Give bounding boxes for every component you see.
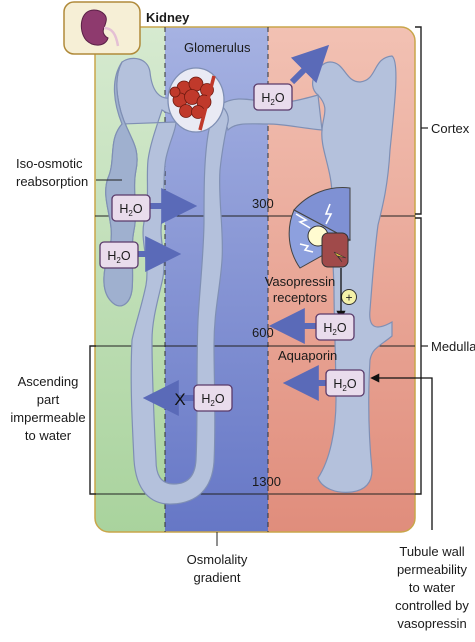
h2o-box-iso-1: H2O bbox=[111, 194, 151, 222]
kidney-title: Kidney bbox=[146, 10, 190, 25]
h2o-box-ascending: H2O bbox=[193, 384, 233, 412]
osmolality-600: 600 bbox=[252, 325, 274, 340]
svg-text:H2O: H2O bbox=[107, 249, 130, 265]
glomerulus bbox=[167, 67, 225, 133]
plus-sign: + bbox=[345, 291, 352, 305]
ascending-label-2: part bbox=[37, 392, 60, 407]
osmolality-label-1: Osmolality bbox=[187, 552, 248, 567]
svg-text:H2O: H2O bbox=[119, 202, 142, 218]
kidney-icon bbox=[80, 9, 109, 46]
spark-2 bbox=[324, 203, 333, 225]
tubule-label-4: controlled by bbox=[395, 598, 469, 613]
ureter-icon bbox=[103, 26, 120, 47]
glomerulus-tuft bbox=[169, 76, 214, 119]
ascending-label-1: Ascending bbox=[18, 374, 79, 389]
h2o-box-medulla-1: H2O bbox=[315, 313, 355, 341]
afferent-arteriole bbox=[198, 75, 216, 131]
svg-text:H2O: H2O bbox=[261, 91, 284, 107]
iso-osmotic-label-1: Iso-osmotic bbox=[16, 156, 83, 171]
h2o-box-medulla-2: H2O bbox=[325, 369, 365, 397]
h2o-box-iso-2: H2O bbox=[99, 241, 139, 269]
medulla-bracket bbox=[415, 217, 422, 495]
cortex-label: Cortex bbox=[431, 121, 470, 136]
tubule-label-5: vasopressin bbox=[397, 616, 466, 631]
aquaporin-label: Aquaporin bbox=[278, 348, 337, 363]
svg-text:H2O: H2O bbox=[323, 321, 346, 337]
osmolality-300: 300 bbox=[252, 196, 274, 211]
osmolality-label-2: gradient bbox=[194, 570, 241, 585]
glomerulus-label: Glomerulus bbox=[184, 40, 251, 55]
h2o-box-cortex: H2O bbox=[253, 83, 293, 111]
block-mark: X bbox=[174, 390, 185, 409]
vasopressin-receptor bbox=[321, 232, 349, 268]
panel-outline bbox=[94, 26, 416, 533]
iso-osmotic-label-2: reabsorption bbox=[16, 174, 88, 189]
spark-3 bbox=[299, 243, 314, 253]
spark-1 bbox=[295, 213, 311, 229]
tubule-label-1: Tubule wall bbox=[399, 544, 464, 559]
cell-fan bbox=[293, 187, 351, 241]
vasopressin-label-1: Vasopressin bbox=[265, 274, 336, 289]
osmolality-1300: 1300 bbox=[252, 474, 281, 489]
tubule-label-3: to water bbox=[409, 580, 456, 595]
water-arrow-cortex bbox=[289, 44, 330, 85]
ascending-bracket bbox=[89, 345, 96, 495]
activation-arrow bbox=[333, 251, 347, 263]
kidney-thumbnail bbox=[63, 1, 141, 55]
tubule-label-2: permeability bbox=[397, 562, 468, 577]
vasopressin-label-2: receptors bbox=[273, 290, 328, 305]
svg-text:H2O: H2O bbox=[201, 392, 224, 408]
ascending-label-4: to water bbox=[25, 428, 72, 443]
tubule-permeability-pointer bbox=[370, 373, 433, 530]
cortex-bracket bbox=[415, 26, 422, 215]
vasopressin-cell bbox=[288, 187, 352, 269]
svg-text:H2O: H2O bbox=[333, 377, 356, 393]
medulla-label: Medulla bbox=[431, 339, 475, 354]
ascending-label-3: impermeable bbox=[10, 410, 85, 425]
